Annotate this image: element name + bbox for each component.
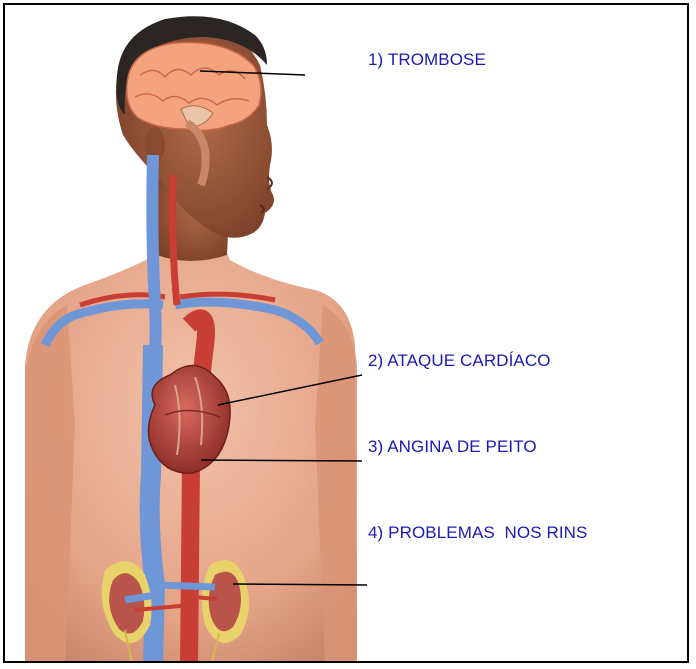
label-angina-de-peito: 3) ANGINA DE PEITO <box>368 437 537 457</box>
pointer-line-4 <box>233 584 367 585</box>
jugular-vein <box>152 155 155 365</box>
label-trombose: 1) TROMBOSE <box>368 50 486 70</box>
diagram-frame: 1) TROMBOSE 2) ATAQUE CARDÍACO 3) ANGINA… <box>3 3 689 663</box>
label-ataque-cardiaco: 2) ATAQUE CARDÍACO <box>368 351 551 371</box>
anatomy-illustration <box>5 5 689 663</box>
label-problemas-nos-rins: 4) PROBLEMAS NOS RINS <box>368 523 587 543</box>
pointer-line-3 <box>201 460 362 461</box>
